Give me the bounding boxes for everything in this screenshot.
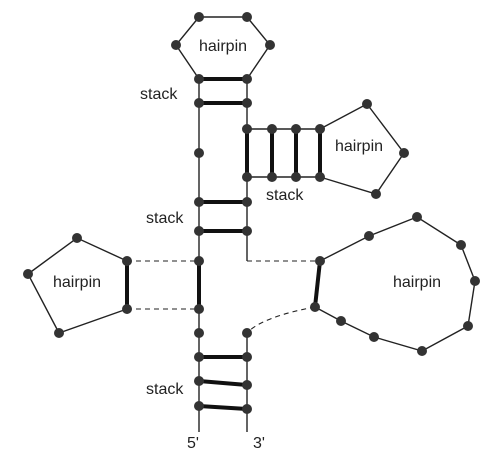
bond-big-hairpin <box>313 260 322 308</box>
nucleotide <box>122 304 132 314</box>
nucleotide <box>242 98 252 108</box>
nucleotide <box>242 404 252 414</box>
nucleotide <box>194 98 204 108</box>
big-hairpin-label: hairpin <box>393 274 441 291</box>
nucleotide <box>315 124 325 134</box>
stack-middle-label: stack <box>146 210 184 227</box>
nucleotide <box>194 328 204 338</box>
nucleotide <box>463 321 473 331</box>
nucleotide <box>242 197 252 207</box>
nucleotide <box>310 302 320 312</box>
nucleotide <box>242 226 252 236</box>
big-hairpin-loop <box>314 216 476 352</box>
nucleotide <box>242 172 252 182</box>
top-hairpin-label: hairpin <box>199 38 247 55</box>
nucleotide <box>23 269 33 279</box>
nucleotide <box>371 189 381 199</box>
nucleotide <box>194 74 204 84</box>
nucleotide <box>242 74 252 84</box>
nucleotide <box>194 401 204 411</box>
dash-right-lower-curve <box>246 306 316 334</box>
bond-bottom-3 <box>198 404 248 411</box>
right-hairpin-label: hairpin <box>335 138 383 155</box>
labels: hairpin hairpin hairpin hairpin stack st… <box>53 38 441 452</box>
five-prime-label: 5' <box>187 435 199 452</box>
bond-bottom-2 <box>198 379 248 387</box>
nucleotide <box>194 376 204 386</box>
nucleotide <box>267 172 277 182</box>
nucleotide <box>194 197 204 207</box>
nucleotide <box>364 231 374 241</box>
nucleotide <box>171 40 181 50</box>
nucleotide <box>417 346 427 356</box>
nucleotide <box>362 99 372 109</box>
nucleotide <box>122 256 132 266</box>
top-hairpin-loop <box>175 16 271 80</box>
nucleotide <box>242 328 252 338</box>
nucleotide <box>194 352 204 362</box>
nucleotide <box>194 304 204 314</box>
nucleotide <box>315 256 325 266</box>
nucleotide <box>265 40 275 50</box>
stack-top-label: stack <box>140 86 178 103</box>
three-prime-label: 3' <box>253 435 265 452</box>
nucleotide <box>194 148 204 158</box>
stack-bottom-label: stack <box>146 381 184 398</box>
nucleotide <box>336 316 346 326</box>
nucleotide <box>242 380 252 390</box>
nucleotide <box>399 148 409 158</box>
nucleotide <box>315 172 325 182</box>
nucleotide <box>369 332 379 342</box>
nucleotides <box>23 12 480 414</box>
nucleotide <box>54 328 64 338</box>
dashed-links <box>127 260 320 334</box>
nucleotide <box>291 172 301 182</box>
stack-right-label: stack <box>266 187 304 204</box>
nucleotide <box>456 240 466 250</box>
nucleotide <box>194 12 204 22</box>
base-pairs <box>125 77 322 411</box>
nucleotide <box>194 226 204 236</box>
nucleotide <box>267 124 277 134</box>
nucleotide <box>291 124 301 134</box>
nucleotide <box>470 276 480 286</box>
nucleotide <box>72 233 82 243</box>
nucleotide <box>242 124 252 134</box>
nucleotide <box>242 352 252 362</box>
nucleotide <box>242 12 252 22</box>
nucleotide <box>412 212 422 222</box>
nucleotide <box>194 256 204 266</box>
left-hairpin-label: hairpin <box>53 274 101 291</box>
